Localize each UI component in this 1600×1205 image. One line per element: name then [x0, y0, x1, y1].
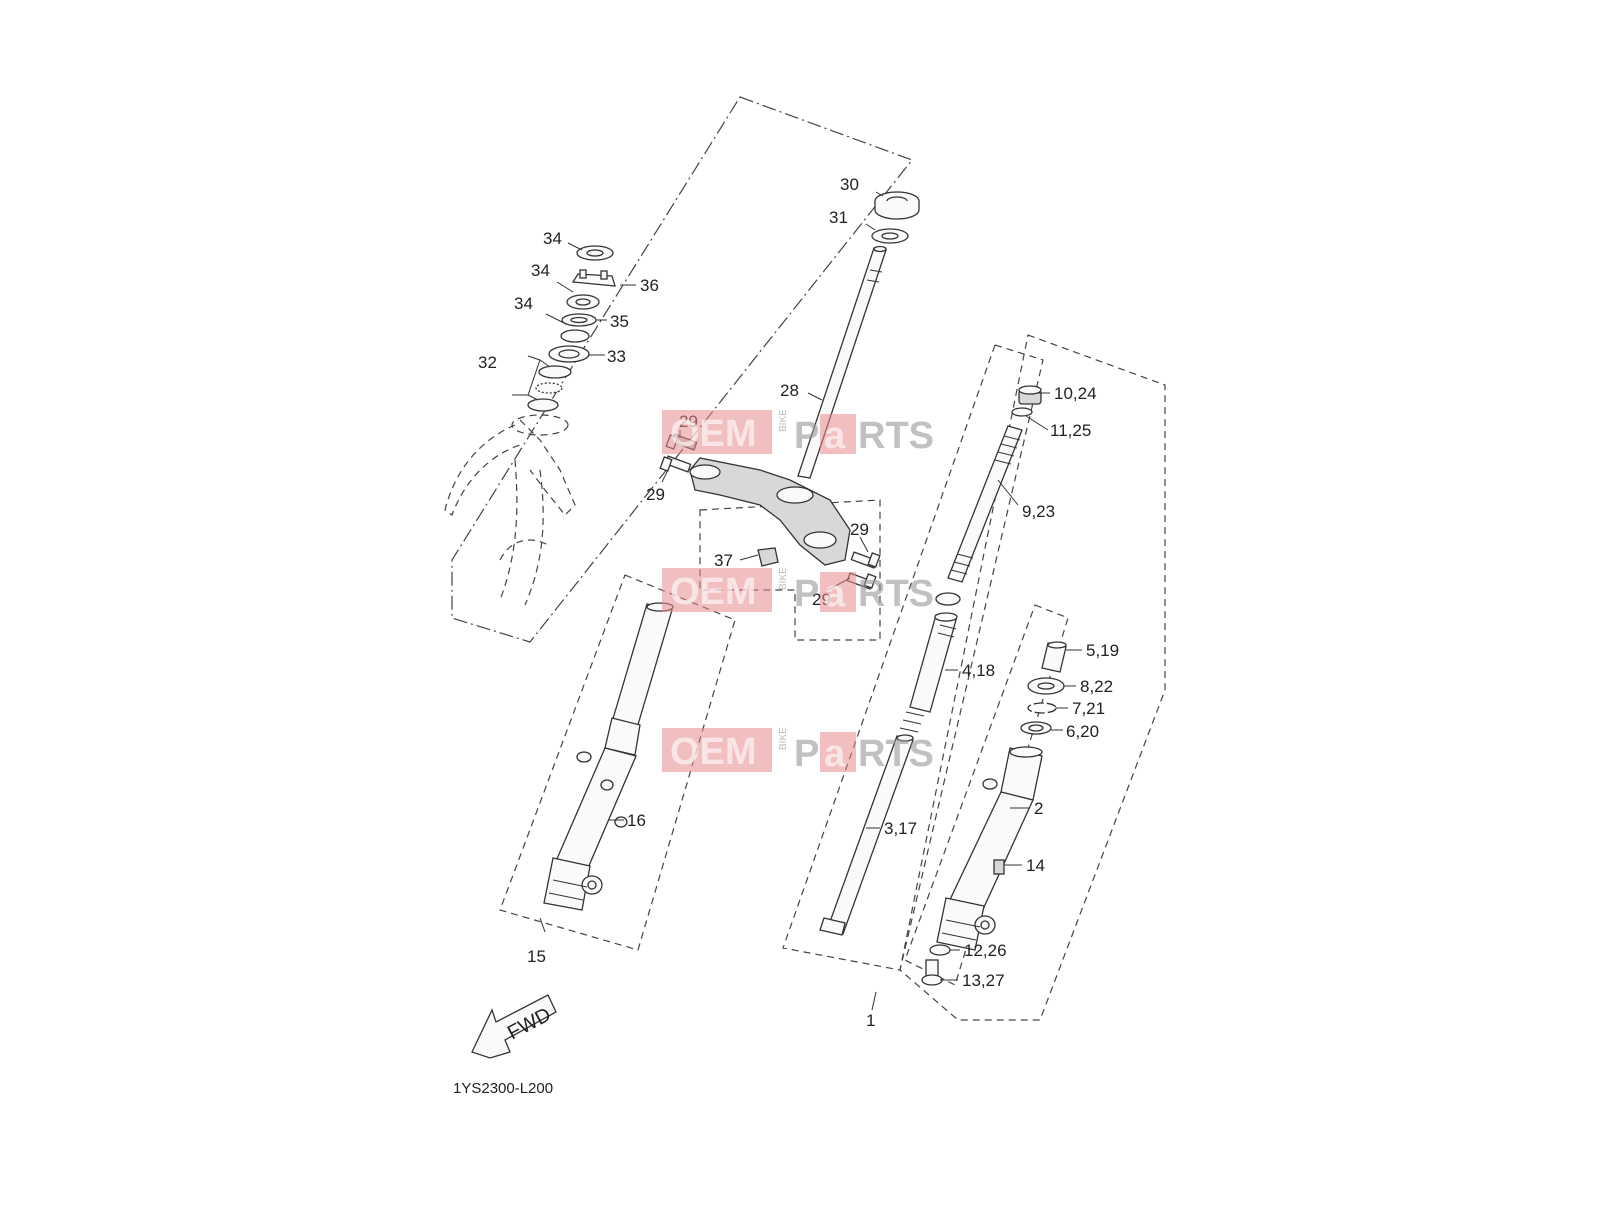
- part-6-20-oil-seal: [1020, 721, 1052, 735]
- svg-text:BIKE: BIKE: [778, 409, 789, 432]
- watermark-3: OEM BIKE P a RTS: [662, 727, 934, 775]
- callout-33: 33: [607, 347, 626, 366]
- callout-32: 32: [478, 353, 497, 372]
- callout-37: 37: [714, 551, 733, 570]
- part-5-19-spacer: [1041, 641, 1067, 673]
- svg-text:a: a: [824, 733, 846, 775]
- callout-12-26: 12,26: [964, 941, 1007, 960]
- svg-text:BIKE: BIKE: [778, 567, 789, 590]
- callout-labels: 30 31 34 34 36 34 35 32 33 28 29 29 29 2…: [478, 175, 1119, 1030]
- frame-head-sketch: [444, 414, 576, 606]
- callout-5-19: 5,19: [1086, 641, 1119, 660]
- part-34-ring-nut-top: [576, 245, 614, 261]
- part-29-bolt-b: [659, 455, 692, 473]
- part-34-ring-nut-middle: [566, 294, 600, 310]
- part-36-lock-washer: [571, 269, 616, 287]
- part-30-dust-seal: [874, 191, 920, 220]
- callout-8-22: 8,22: [1080, 677, 1113, 696]
- callout-9-23: 9,23: [1022, 502, 1055, 521]
- part-31-bearing: [871, 228, 909, 244]
- part-35-rubber-washer: [561, 313, 597, 327]
- part-2-outer-tube: [936, 746, 1043, 951]
- part-32-bearing-set: [527, 365, 572, 412]
- callout-3-17: 3,17: [884, 819, 917, 838]
- svg-text:RTS: RTS: [858, 733, 934, 775]
- outer-tube-boundary: [904, 604, 1069, 986]
- part-12-26-washer: [929, 944, 951, 956]
- callout-2: 2: [1034, 799, 1043, 818]
- callout-34-lower: 34: [514, 294, 533, 313]
- callout-29-upper-b: 29: [646, 485, 665, 504]
- svg-text:OEM: OEM: [670, 731, 757, 773]
- svg-text:P: P: [794, 733, 819, 775]
- part-11-25-o-ring: [1011, 407, 1033, 417]
- svg-text:a: a: [824, 415, 846, 457]
- svg-text:RTS: RTS: [858, 573, 934, 615]
- fwd-arrow-icon: FWD: [471, 994, 557, 1059]
- callout-36: 36: [640, 276, 659, 295]
- part-33-bearing-cover: [548, 345, 590, 363]
- callout-6-20: 6,20: [1066, 722, 1099, 741]
- lower-bracket-boundary: [699, 499, 881, 641]
- right-fork-boundary: [899, 334, 1166, 1021]
- svg-text:BIKE: BIKE: [778, 727, 789, 750]
- callout-30: 30: [840, 175, 859, 194]
- part-14-air-valve: [993, 859, 1005, 875]
- svg-text:OEM: OEM: [670, 413, 757, 455]
- part-9-23-fork-spring: [947, 425, 1023, 583]
- callout-16: 16: [627, 811, 646, 830]
- part-under-bracket: [689, 457, 851, 566]
- callout-7-21: 7,21: [1072, 699, 1105, 718]
- callout-15: 15: [527, 947, 546, 966]
- svg-text:P: P: [794, 415, 819, 457]
- callout-13-27: 13,27: [962, 971, 1005, 990]
- callout-10-24: 10,24: [1054, 384, 1097, 403]
- diagram-code: 1YS2300-L200: [453, 1080, 553, 1097]
- part-34-ring-nut-lower: [560, 329, 590, 343]
- part-37-cable-guide: [757, 547, 779, 567]
- callout-11-25: 11,25: [1050, 421, 1091, 440]
- callout-34-top: 34: [543, 229, 562, 248]
- part-3-17-inner-tube: [819, 734, 914, 936]
- part-16-left-fork-leg: [543, 602, 674, 911]
- callout-35: 35: [610, 312, 629, 331]
- part-29-bolt-c: [850, 551, 881, 569]
- callout-14: 14: [1026, 856, 1045, 875]
- callout-4-18: 4,18: [962, 661, 995, 680]
- part-10-24-cap-bolt: [1018, 385, 1042, 405]
- svg-text:RTS: RTS: [858, 415, 934, 457]
- watermark-1: OEM BIKE P a RTS: [662, 409, 934, 457]
- svg-text:a: a: [824, 573, 846, 615]
- left-fork-boundary: [499, 574, 736, 951]
- callout-28: 28: [780, 381, 799, 400]
- callout-34-middle: 34: [531, 261, 550, 280]
- callout-29-lower-a: 29: [850, 520, 869, 539]
- svg-text:P: P: [794, 573, 819, 615]
- svg-text:OEM: OEM: [670, 571, 757, 613]
- part-4-18-damper-rod: [899, 592, 961, 733]
- watermark-2: OEM BIKE P a RTS: [662, 567, 934, 615]
- steering-assembly-boundary: [451, 96, 913, 643]
- callout-31: 31: [829, 208, 848, 227]
- callout-1: 1: [866, 1011, 875, 1030]
- part-7-21-clip: [1027, 702, 1057, 714]
- part-13-27-drain-bolt: [921, 959, 943, 986]
- part-8-22-dust-seal: [1027, 677, 1065, 695]
